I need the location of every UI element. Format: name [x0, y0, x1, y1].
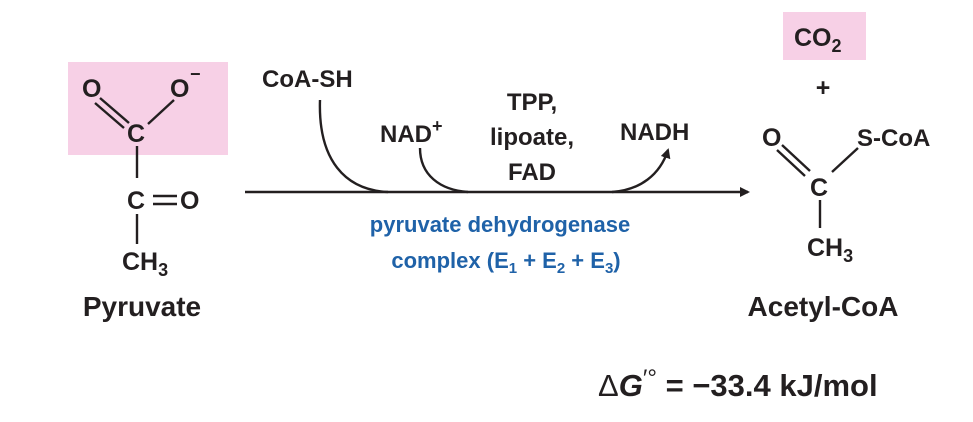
acetyl-coa-label: Acetyl-CoA — [748, 291, 899, 322]
nad-label: NAD+ — [380, 116, 443, 148]
pyruvate-o-left: O — [82, 75, 101, 103]
co2-highlight — [783, 12, 866, 60]
acetyl-bonds — [776, 144, 859, 228]
acetyl-o: O — [762, 124, 781, 152]
enzyme-name-line1: pyruvate dehydrogenase — [370, 212, 630, 237]
pyruvate-c-keto: C — [127, 187, 145, 215]
free-energy-change: ΔG′° = −33.4 kJ/mol — [598, 365, 878, 403]
acetyl-s-coa: S-CoA — [857, 125, 930, 152]
fad-label: FAD — [508, 159, 556, 186]
co2-label: CO2 — [794, 24, 842, 56]
enzyme-name-line2: complex (E1 + E2 + E3) — [391, 248, 620, 277]
acetyl-methyl: CH3 — [807, 234, 853, 266]
pyruvate-o-right: O — [170, 75, 189, 103]
pyruvate-c-carboxyl: C — [127, 120, 145, 148]
nadh-label: NADH — [620, 119, 689, 146]
pyruvate-o-keto: O — [180, 187, 199, 215]
pyruvate-o-charge: − — [190, 64, 201, 84]
acetyl-c: C — [810, 174, 828, 202]
pyruvate-bonds — [94, 97, 177, 244]
nad-curve — [418, 147, 469, 194]
carboxyl-highlight — [68, 62, 228, 155]
pyruvate-label: Pyruvate — [83, 291, 201, 322]
nadh-curve-arrow — [611, 148, 671, 194]
lipoate-label: lipoate, — [490, 124, 574, 151]
tpp-label: TPP, — [507, 89, 557, 116]
pyruvate-methyl: CH3 — [122, 248, 168, 280]
coa-sh-curve — [318, 99, 389, 194]
coa-sh-label: CoA-SH — [262, 66, 353, 93]
plus-sign: + — [816, 74, 831, 102]
